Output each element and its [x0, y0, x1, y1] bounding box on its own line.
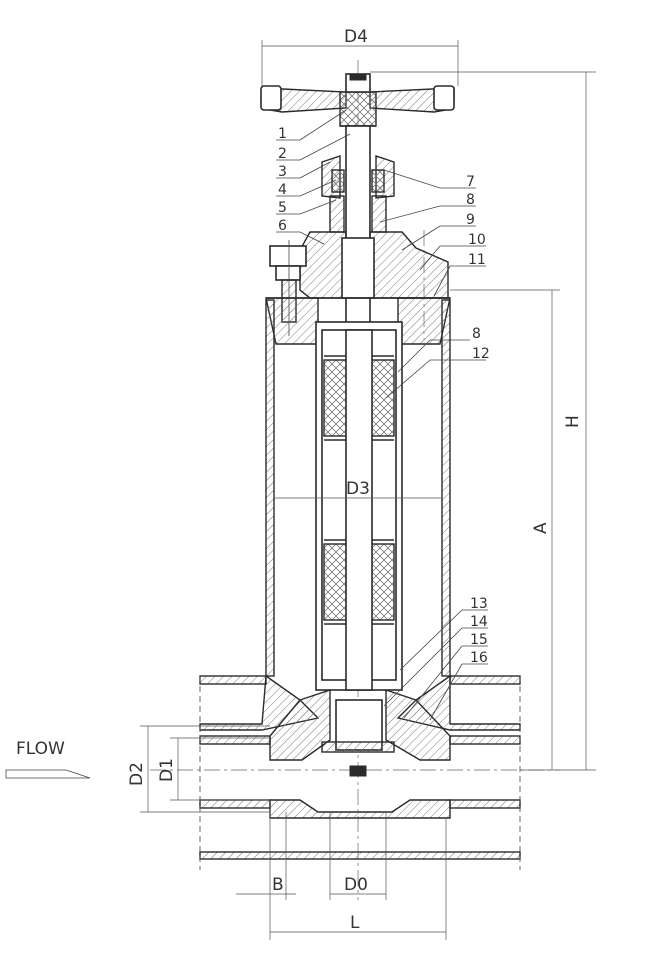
part-number: 2 — [278, 146, 287, 162]
part-number: 8 — [472, 326, 481, 342]
dimension-lines — [140, 40, 596, 940]
extension-tube — [265, 299, 451, 691]
part-number: 7 — [466, 174, 475, 190]
leader-lines — [276, 109, 488, 721]
part-number: 6 — [278, 218, 287, 234]
dim-d3: D3 — [346, 479, 370, 499]
pipes — [199, 675, 521, 870]
part-number: 4 — [278, 182, 287, 198]
part-number: 11 — [468, 252, 486, 268]
dim-d4: D4 — [344, 27, 368, 47]
part-number: 16 — [470, 650, 488, 666]
yoke — [299, 125, 449, 337]
part-number: 1 — [278, 126, 287, 142]
dim-b: B — [272, 875, 284, 895]
dim-h: H — [563, 415, 583, 428]
dim-l: L — [350, 913, 360, 933]
flow-label: FLOW — [16, 739, 65, 759]
dim-a: A — [531, 522, 551, 534]
part-number: 12 — [472, 346, 490, 362]
valve-body — [199, 674, 521, 819]
part-number: 13 — [470, 596, 488, 612]
part-number: 8 — [466, 192, 475, 208]
dim-d2: D2 — [127, 762, 147, 786]
dim-d1: D1 — [157, 758, 177, 782]
part-number: 9 — [466, 212, 475, 228]
part-number: 5 — [278, 200, 287, 216]
flow-arrow — [5, 769, 91, 779]
labels: D4 D3 H A D2 D1 B D0 L FLOW 1 2 3 4 5 6 … — [16, 27, 583, 933]
handwheel — [260, 73, 455, 127]
part-number: 14 — [470, 614, 488, 630]
part-number: 3 — [278, 164, 287, 180]
part-number: 15 — [470, 632, 488, 648]
part-number: 10 — [468, 232, 486, 248]
dim-d0: D0 — [344, 875, 368, 895]
